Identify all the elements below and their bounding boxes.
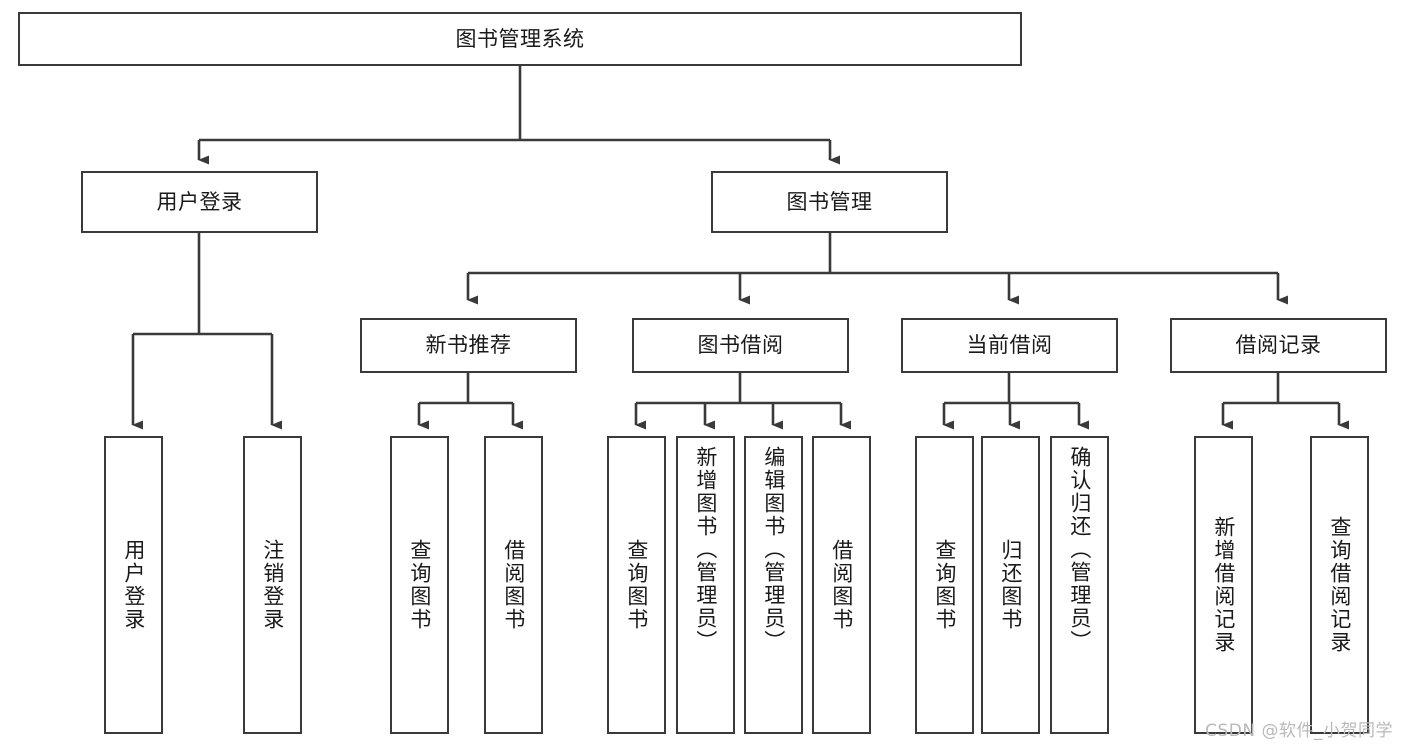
node-label: 编辑图书（管理员） <box>761 446 786 653</box>
leaf-query-book-borrow[interactable]: 查询图书 <box>607 436 666 734</box>
leaf-borrow-book-recommend[interactable]: 借阅图书 <box>484 436 543 734</box>
leaf-borrow-book[interactable]: 借阅图书 <box>812 436 871 734</box>
node-book-management[interactable]: 图书管理 <box>711 171 948 233</box>
leaf-confirm-return-admin[interactable]: 确认归还（管理员） <box>1050 436 1109 734</box>
node-label: 当前借阅 <box>966 333 1053 358</box>
leaf-add-borrow-record[interactable]: 新增借阅记录 <box>1194 436 1253 734</box>
leaf-query-borrow-record[interactable]: 查询借阅记录 <box>1310 436 1369 734</box>
leaf-edit-book-admin[interactable]: 编辑图书（管理员） <box>744 436 803 734</box>
node-label: 注销登录 <box>260 539 285 631</box>
node-label: 新书推荐 <box>425 333 512 358</box>
node-label: 借阅图书 <box>829 539 854 631</box>
node-label: 确认归还（管理员） <box>1067 446 1092 653</box>
node-new-book-recommend[interactable]: 新书推荐 <box>360 318 577 373</box>
leaf-return-book[interactable]: 归还图书 <box>981 436 1040 734</box>
node-label: 查询借阅记录 <box>1327 516 1352 654</box>
node-current-borrow[interactable]: 当前借阅 <box>901 318 1118 373</box>
node-label: 图书管理系统 <box>455 26 585 51</box>
node-label: 新增借阅记录 <box>1211 516 1236 654</box>
node-label: 用户登录 <box>156 189 243 214</box>
node-user-login[interactable]: 用户登录 <box>81 171 318 233</box>
node-label: 借阅记录 <box>1235 333 1322 358</box>
node-label: 借阅图书 <box>501 539 526 631</box>
leaf-add-book-admin[interactable]: 新增图书（管理员） <box>676 436 735 734</box>
node-label: 新增图书（管理员） <box>693 446 718 653</box>
node-label: 查询图书 <box>407 539 432 631</box>
node-label: 查询图书 <box>624 539 649 631</box>
leaf-query-book-current[interactable]: 查询图书 <box>915 436 974 734</box>
node-root-book-management-system[interactable]: 图书管理系统 <box>18 12 1022 66</box>
node-label: 图书管理 <box>786 189 873 214</box>
node-borrow-record[interactable]: 借阅记录 <box>1170 318 1387 373</box>
node-label: 图书借阅 <box>697 333 784 358</box>
node-book-borrow[interactable]: 图书借阅 <box>632 318 849 373</box>
watermark: CSDN @软件_小贺同学 <box>1205 721 1393 741</box>
leaf-logout-login[interactable]: 注销登录 <box>243 436 302 734</box>
node-label: 查询图书 <box>932 539 957 631</box>
node-label: 归还图书 <box>998 539 1023 631</box>
node-label: 用户登录 <box>121 539 146 631</box>
leaf-query-book-recommend[interactable]: 查询图书 <box>390 436 449 734</box>
leaf-user-login[interactable]: 用户登录 <box>104 436 163 734</box>
